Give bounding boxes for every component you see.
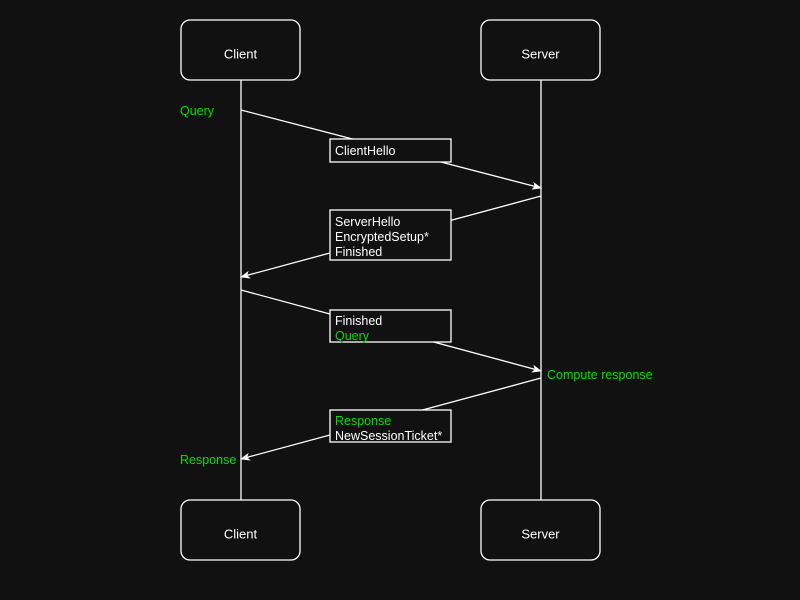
message-box-finished-query[interactable] xyxy=(329,309,452,343)
annotations: Query Compute response Response xyxy=(180,104,653,467)
actor-box-server-top[interactable] xyxy=(480,19,601,81)
actor-box-client-bottom[interactable] xyxy=(180,499,301,561)
actor-label-client-bottom: Client xyxy=(224,526,258,541)
message-line-server-hello-1: EncryptedSetup* xyxy=(335,230,429,244)
actor-server-top[interactable]: Server xyxy=(480,19,601,81)
actor-client-bottom[interactable]: Client xyxy=(180,499,301,561)
message-line-server-hello-0: ServerHello xyxy=(335,215,400,229)
annotation-response-label: Response xyxy=(180,453,236,467)
message-server-hello[interactable]: ServerHello EncryptedSetup* Finished xyxy=(240,195,542,279)
annotation-query-label: Query xyxy=(180,104,215,118)
message-box-server-hello[interactable] xyxy=(329,209,452,261)
actor-label-client-top: Client xyxy=(224,46,258,61)
message-client-hello[interactable]: ClientHello xyxy=(240,109,542,190)
message-line-finished-query-0: Finished xyxy=(335,314,382,328)
message-finished-query[interactable]: Finished Query xyxy=(240,289,542,373)
message-line-response-ticket-0: Response xyxy=(335,414,391,428)
actor-client-top[interactable]: Client xyxy=(180,19,301,81)
message-line-server-hello-2: Finished xyxy=(335,245,382,259)
message-box-response-ticket[interactable] xyxy=(329,409,452,443)
message-response-ticket[interactable]: Response NewSessionTicket* xyxy=(240,377,542,461)
actor-label-server-bottom: Server xyxy=(521,526,560,541)
annotation-compute-response-label: Compute response xyxy=(547,368,653,382)
message-line-client-hello-0: ClientHello xyxy=(335,144,395,158)
actor-box-server-bottom[interactable] xyxy=(480,499,601,561)
message-box-client-hello[interactable] xyxy=(329,138,452,163)
actor-server-bottom[interactable]: Server xyxy=(480,499,601,561)
actor-label-server-top: Server xyxy=(521,46,560,61)
message-line-finished-query-1: Query xyxy=(335,329,370,343)
message-line-response-ticket-1: NewSessionTicket* xyxy=(335,429,442,443)
actor-box-client-top[interactable] xyxy=(180,19,301,81)
